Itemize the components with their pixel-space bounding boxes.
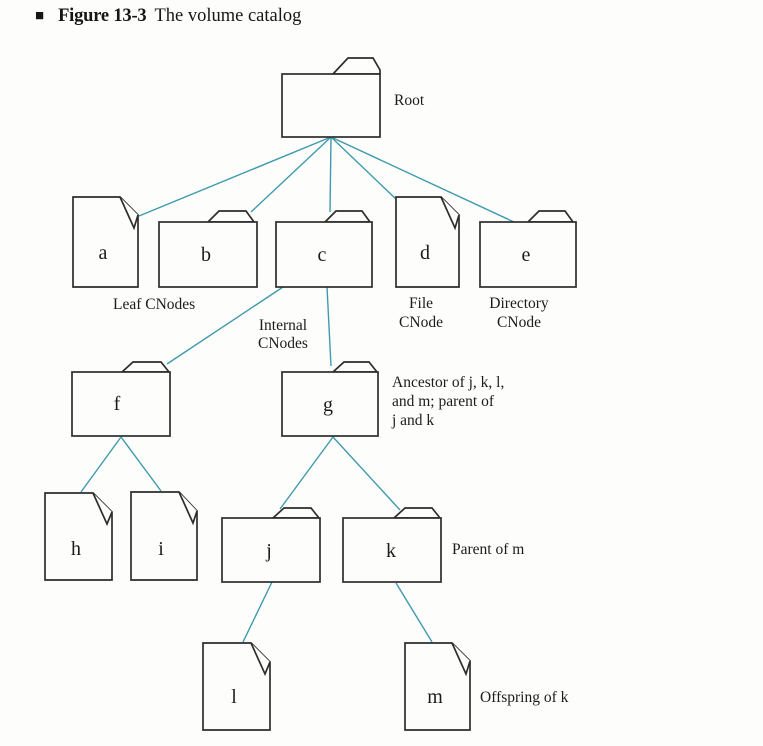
node-k-label: k (386, 540, 396, 562)
file-icon (395, 196, 460, 288)
node-i-label: i (158, 538, 164, 560)
node-l-label: l (231, 686, 237, 708)
connector-c-f (166, 286, 284, 365)
file-icon (404, 642, 471, 731)
node-l (202, 642, 271, 731)
node-e (479, 210, 577, 288)
file-icon (44, 492, 113, 581)
node-g (281, 361, 379, 437)
connector-j-l (242, 581, 273, 643)
node-root (281, 57, 381, 138)
folder-icon (221, 517, 321, 583)
node-j-label: j (265, 540, 272, 562)
folder-icon (275, 221, 373, 288)
node-d (395, 196, 460, 288)
node-i (130, 491, 198, 581)
figure-caption: The volume catalog (154, 6, 302, 26)
connector-f-h (80, 436, 122, 493)
file-icon (72, 196, 139, 288)
folder-icon (281, 371, 379, 437)
connector-root-a (138, 136, 332, 217)
connector-root-c (329, 136, 332, 213)
leaf-cnodes-label: Leaf CNodes (113, 296, 195, 313)
file-dogear-icon (250, 642, 271, 677)
node-h-label: h (71, 538, 81, 560)
connector-g-j (279, 436, 334, 510)
node-d-label: d (420, 242, 430, 264)
file-cnode-label-line1: File (409, 295, 433, 312)
connector-root-b (250, 136, 332, 213)
figure-title: ■ Figure 13-3 The volume catalog (35, 6, 301, 27)
folder-icon (71, 371, 171, 437)
annotations: Root Leaf CNodes Internal CNodes File CN… (113, 92, 569, 706)
node-b (158, 210, 258, 288)
file-dogear-icon (119, 196, 139, 231)
node-e-label: e (522, 244, 531, 266)
node-f-label: f (114, 393, 121, 415)
offspring-of-k-label: Offspring of k (480, 689, 569, 706)
file-dogear-icon (178, 491, 198, 526)
folder-tab-icon (330, 361, 379, 373)
node-k (342, 507, 442, 583)
file-icon (130, 491, 198, 581)
connector-g-k (332, 436, 401, 511)
node-shapes (44, 57, 577, 731)
node-g-label: g (323, 394, 333, 416)
node-letters: a b c d e f g h i j k l m (71, 242, 531, 708)
directory-cnode-label-line1: Directory (489, 295, 549, 312)
node-j (221, 507, 321, 583)
file-cnode-label-line2: CNode (399, 314, 443, 331)
parent-of-m-label: Parent of m (452, 541, 524, 558)
directory-cnode-label-line2: CNode (497, 314, 541, 331)
folder-tab-icon (270, 507, 321, 519)
internal-cnodes-label-line2: CNodes (258, 335, 308, 352)
node-a (72, 196, 139, 288)
node-m (404, 642, 471, 731)
node-f (71, 361, 171, 437)
connector-c-g (326, 286, 332, 367)
folder-tab-icon (331, 57, 381, 75)
connector-k-m (395, 582, 433, 643)
node-b-label: b (201, 244, 211, 266)
folder-tab-icon (119, 361, 171, 373)
file-dogear-icon (92, 492, 113, 527)
connectors (80, 136, 515, 643)
internal-cnodes-label-line1: Internal (259, 317, 307, 334)
ancestor-label-line1: Ancestor of j, k, l, (392, 374, 504, 391)
folder-icon (479, 221, 577, 288)
folder-icon (281, 73, 381, 138)
node-c-label: c (318, 244, 327, 266)
connector-root-d (330, 136, 398, 201)
folder-tab-icon (391, 507, 442, 519)
node-a-label: a (99, 242, 108, 264)
folder-tab-icon (205, 210, 256, 223)
node-c (275, 210, 373, 288)
connector-root-e (330, 136, 515, 223)
file-dogear-icon (451, 642, 471, 677)
file-dogear-icon (440, 196, 460, 231)
figure-label: Figure 13-3 (58, 6, 147, 26)
file-icon (202, 642, 271, 731)
ancestor-label-line3: j and k (391, 412, 434, 429)
folder-tab-icon (525, 210, 575, 223)
connector-f-i (120, 436, 162, 492)
root-label: Root (394, 92, 425, 109)
folder-icon (158, 221, 258, 288)
folder-icon (342, 517, 442, 583)
folder-tab-icon (322, 210, 372, 223)
node-h (44, 492, 113, 581)
bullet-square-icon: ■ (35, 8, 45, 24)
ancestor-label-line2: and m; parent of (392, 393, 495, 410)
node-m-label: m (427, 686, 443, 708)
